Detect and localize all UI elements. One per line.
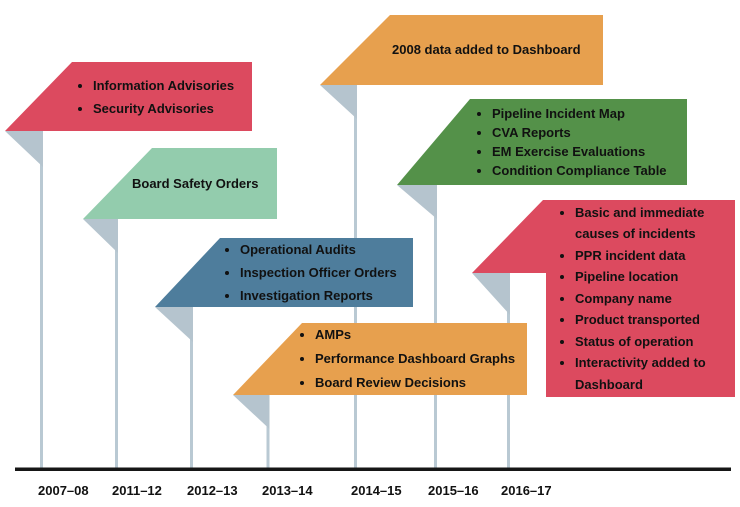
flag-item: EM Exercise Evaluations — [492, 142, 687, 161]
year-label-2016-17: 2016–17 — [501, 483, 552, 498]
flag-item: Pipeline location — [575, 266, 731, 288]
flag-2013-14: AMPsPerformance Dashboard GraphsBoard Re… — [233, 323, 527, 395]
flag-item: Condition Compliance Table — [492, 161, 687, 180]
flag-item: Security Advisories — [93, 97, 252, 120]
flag-item: PPR incident data — [575, 245, 731, 267]
flag-2013-14-items: AMPsPerformance Dashboard GraphsBoard Re… — [233, 323, 527, 395]
pole-fold-2007-08 — [5, 131, 43, 167]
flag-2015-16-items: Pipeline Incident MapCVA ReportsEM Exerc… — [397, 104, 687, 180]
flag-2012-13-items: Operational AuditsInspection Officer Ord… — [155, 238, 413, 307]
year-label-2011-12: 2011–12 — [112, 483, 162, 498]
flag-item: Interactivity added to Dashboard — [575, 352, 731, 395]
flag-2011-12-items: Board Safety Orders — [83, 174, 277, 194]
pole-fold-2013-14 — [233, 395, 270, 429]
flag-2007-08-items: Information AdvisoriesSecurity Advisorie… — [5, 74, 252, 120]
flag-item: Basic and immediate causes of incidents — [575, 202, 731, 245]
flag-item: CVA Reports — [492, 123, 687, 142]
flag-item: 2008 data added to Dashboard — [392, 42, 581, 57]
year-label-2012-13: 2012–13 — [187, 483, 238, 498]
flag-item: Board Review Decisions — [315, 371, 527, 395]
flag-item: Status of operation — [575, 331, 731, 353]
flag-item: Company name — [575, 288, 731, 310]
pole-fold-2016-17 — [472, 273, 510, 315]
year-label-2013-14: 2013–14 — [262, 483, 313, 498]
pole-fold-2011-12 — [83, 219, 118, 253]
flag-item: Pipeline Incident Map — [492, 104, 687, 123]
flag-item: Board Safety Orders — [132, 175, 259, 191]
flag-item: Operational Audits — [240, 238, 413, 261]
year-label-2007-08: 2007–08 — [38, 483, 89, 498]
year-label-2014-15: 2014–15 — [351, 483, 402, 498]
flag-2016-17-items: Basic and immediate causes of incidentsP… — [472, 202, 735, 396]
flag-item: AMPs — [315, 323, 527, 347]
year-label-2015-16: 2015–16 — [428, 483, 479, 498]
flag-2012-13: Operational AuditsInspection Officer Ord… — [155, 238, 413, 307]
flag-item: Product transported — [575, 309, 731, 331]
timeline-axis — [15, 467, 731, 471]
flag-item: Information Advisories — [93, 74, 252, 97]
pole-fold-2012-13 — [155, 307, 193, 342]
flag-item: Inspection Officer Orders — [240, 261, 413, 284]
pole-fold-2014-15 — [320, 85, 357, 119]
flag-2014-15-items: 2008 data added to Dashboard — [320, 40, 603, 60]
flag-item: Investigation Reports — [240, 284, 413, 307]
flag-item: Performance Dashboard Graphs — [315, 347, 527, 371]
pole-fold-2015-16 — [397, 185, 437, 219]
